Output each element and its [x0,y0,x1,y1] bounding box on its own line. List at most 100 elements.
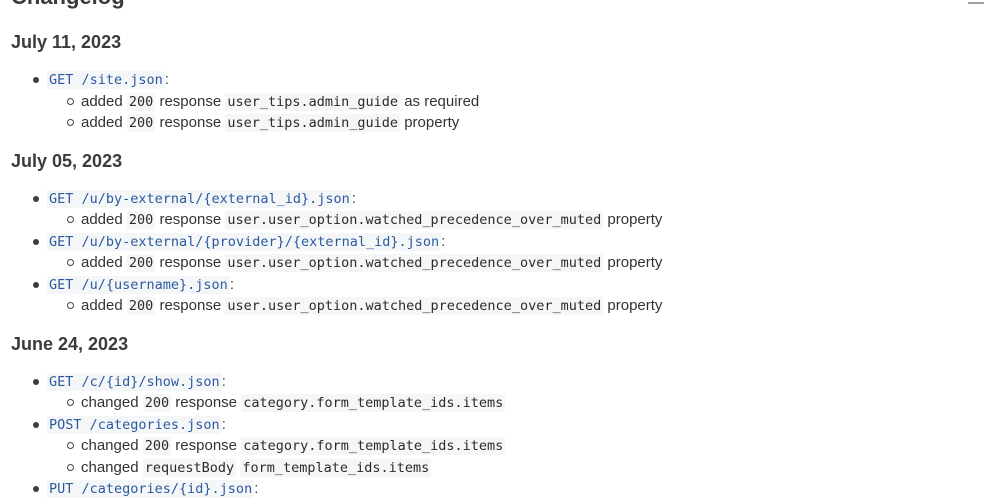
circle-bullet-icon [67,463,74,471]
circle-bullet-icon [67,442,74,449]
change-verb: added [81,254,123,271]
endpoint-item: GET /u/by-external/{provider}/{external_… [11,231,986,274]
status-code: 200 [126,92,156,111]
colon: : [229,275,234,293]
endpoint-link[interactable]: GET /u/by-external/{external_id}.json [47,189,352,208]
bullet-icon [33,195,39,202]
colon: : [254,480,259,497]
endpoint-link[interactable]: GET /u/by-external/{provider}/{external_… [47,232,442,251]
change-item: changed 200 response category.form_templ… [11,392,986,414]
change-word: response [175,437,238,454]
circle-bullet-icon [67,399,74,406]
circle-bullet-icon [67,97,74,105]
change-verb: added [81,114,123,131]
field-path: category.form_template_ids.items [241,394,506,412]
endpoint-line: GET /site.json: [11,69,986,91]
circle-bullet-icon [67,216,74,223]
endpoint-line: GET /u/{username}.json: [11,274,986,296]
section-date: June 24, 2023 [11,333,129,354]
endpoint-link[interactable]: POST /categories.json [47,415,222,434]
change-suffix: property [607,254,663,271]
colon: : [221,372,226,390]
section-date: July 11, 2023 [11,32,122,52]
change-word: response [175,394,238,411]
endpoint-item: GET /c/{id}/show.json: changed 200 respo… [11,371,986,414]
bullet-icon [33,378,39,385]
endpoint-list: GET /u/by-external/{external_id}.json: a… [11,188,986,317]
bullet-icon [33,486,39,492]
bullet-icon [33,77,39,83]
change-suffix: property [607,211,663,228]
change-item: added 200 response user.user_option.watc… [11,252,986,274]
endpoint-list: GET /c/{id}/show.json: changed 200 respo… [11,371,986,500]
change-verb: added [81,92,123,110]
field-path: category.form_template_ids.items [241,437,506,455]
change-word: response [159,211,222,228]
field-path: user.user_option.watched_precedence_over… [225,297,604,315]
change-suffix: as required [404,92,480,110]
change-suffix: property [607,297,663,314]
endpoint-item: GET /site.json: added 200 response user_… [11,69,986,134]
change-list: added 200 response user.user_option.watc… [11,295,986,317]
change-item: added 200 response user.user_option.watc… [11,295,986,317]
change-list: changed 200 response category.form_templ… [11,435,986,478]
change-item: changed requestBody form_template_ids.it… [11,457,986,479]
endpoint-link[interactable]: GET /c/{id}/show.json [47,372,222,391]
field-path: user_tips.admin_guide [225,114,401,132]
change-item: added 200 response user_tips.admin_guide… [11,112,986,134]
bullet-icon [33,421,39,428]
endpoint-line: GET /c/{id}/show.json: [11,371,986,393]
circle-bullet-icon [67,119,74,126]
bullet-icon [33,281,39,288]
endpoint-link[interactable]: GET /site.json [47,71,165,89]
change-word: response [159,92,222,110]
endpoint-line: GET /u/by-external/{provider}/{external_… [11,231,986,253]
changelog-section: June 24, 2023 GET /c/{id}/show.json: cha… [11,331,986,500]
change-list: changed 200 response category.form_templ… [11,392,986,414]
bullet-icon [33,238,39,245]
endpoint-item: POST /categories.json: changed 200 respo… [11,414,986,479]
endpoint-list: GET /site.json: added 200 response user_… [11,69,986,134]
change-item: added 200 response user.user_option.watc… [11,209,986,231]
request-body-label: requestBody [142,458,237,477]
status-code: 200 [142,437,172,455]
change-verb: added [81,211,123,228]
change-item: changed 200 response category.form_templ… [11,435,986,457]
endpoint-item: GET /u/by-external/{external_id}.json: a… [11,188,986,231]
field-path: user_tips.admin_guide [225,92,401,111]
status-code: 200 [126,254,156,272]
change-item: added 200 response user_tips.admin_guide… [11,91,986,113]
endpoint-item: PUT /categories/{id}.json: [11,478,986,500]
status-code: 200 [126,211,156,229]
changelog-content: July 11, 2023 GET /site.json: added 200 … [11,29,986,500]
endpoint-line: PUT /categories/{id}.json: [11,478,986,500]
change-verb: changed [81,437,139,454]
changelog-section: July 11, 2023 GET /site.json: added 200 … [11,29,986,134]
change-verb: changed [81,458,139,476]
field-path: user.user_option.watched_precedence_over… [225,211,604,229]
colon: : [221,415,226,433]
change-list: added 200 response user.user_option.watc… [11,252,986,274]
endpoint-line: GET /u/by-external/{external_id}.json: [11,188,986,210]
endpoint-line: POST /categories.json: [11,414,986,436]
colon: : [351,189,356,207]
colon: : [441,232,446,250]
circle-bullet-icon [67,259,74,266]
scroll-to-top-icon[interactable] [968,0,984,4]
endpoint-link[interactable]: PUT /categories/{id}.json [47,480,255,498]
change-word: response [159,297,222,314]
change-verb: added [81,297,123,314]
field-path: user.user_option.watched_precedence_over… [225,254,604,272]
status-code: 200 [126,114,156,132]
circle-bullet-icon [67,302,74,309]
colon: : [164,71,169,88]
change-word: response [159,114,222,131]
page-title: Changelog [11,0,125,10]
field-path: form_template_ids.items [240,458,432,477]
endpoint-link[interactable]: GET /u/{username}.json [47,275,230,294]
change-list: added 200 response user.user_option.watc… [11,209,986,231]
changelog-section: July 05, 2023 GET /u/by-external/{extern… [11,148,986,317]
section-date: July 05, 2023 [11,150,123,171]
change-verb: changed [81,394,139,411]
status-code: 200 [126,297,156,315]
